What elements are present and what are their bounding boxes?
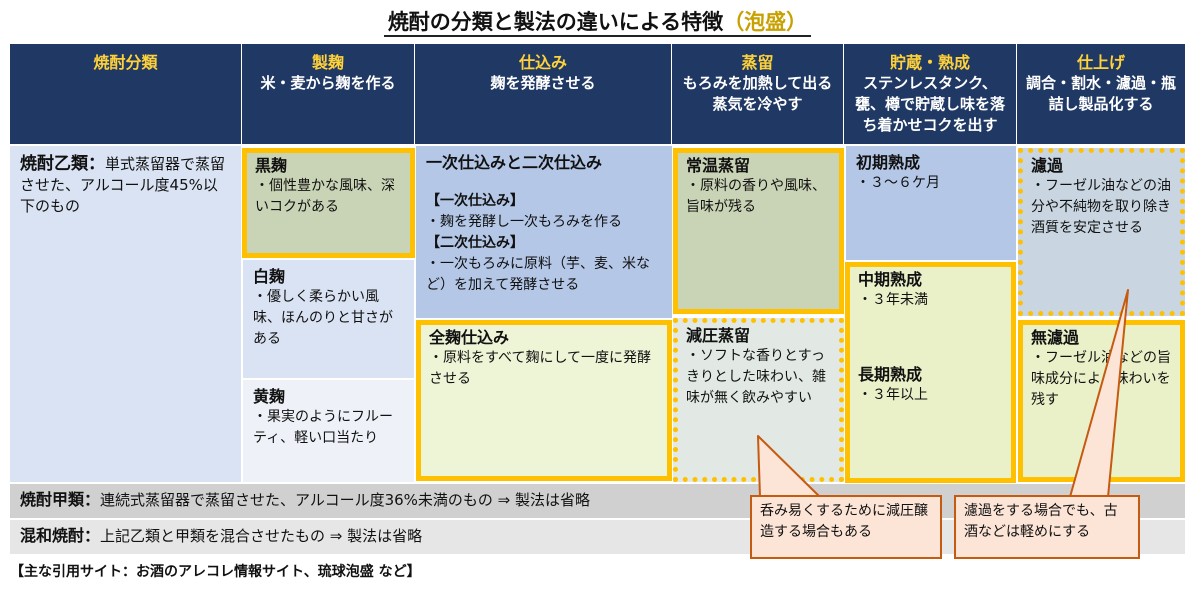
header-jukusei: 貯蔵・熟成 ステンレスタンク、甕、樽で貯蔵し味を落ち着かせコクを出す (844, 44, 1017, 144)
header-desc: 麹を発酵させる (490, 74, 596, 92)
koji-title: 黄麹 (253, 387, 286, 406)
joryu-title: 減圧蒸留 (686, 326, 751, 345)
header-label: 焼酎分類 (93, 53, 158, 72)
koji-kuro: 黒麹 ・個性豊かな風味、深いコクがある (242, 148, 415, 258)
shiage-title: 濾過 (1031, 156, 1064, 175)
callout-text: 呑み易くするために減圧醸造する場合もある (760, 503, 928, 540)
header-shiage: 仕上げ 調合・割水・濾過・瓶詰し製品化する (1017, 44, 1185, 144)
header-label: 仕込み (518, 53, 567, 72)
koji-desc: ・個性豊かな風味、深いコクがある (255, 178, 395, 215)
header-label: 製麹 (311, 53, 344, 72)
page-title: 焼酎の分類と製法の違いによる特徴（泡盛） (0, 6, 1195, 37)
header-classification: 焼酎分類 (10, 44, 242, 144)
shikomi-nidan: 一次仕込みと二次仕込み 【一次仕込み】 ・麹を発酵し一次もろみを作る 【二次仕込… (416, 146, 672, 318)
footer-source: 【主な引用サイト：お酒のアレコレ情報サイト、琉球泡盛 など】 (10, 564, 421, 580)
jukusei-title: 初期熟成 (856, 153, 921, 172)
koji-title: 黒麹 (255, 156, 288, 175)
shiage-desc: ・フーゼル油などの油分や不純物を取り除き酒質を安定させる (1031, 178, 1171, 236)
jukusei-title: 長期熟成 (858, 365, 923, 384)
otsu-classification: 焼酎乙類：単式蒸留器で蒸留させた、アルコール度45%以下のもの (10, 146, 241, 482)
joryu-desc: ・原料の香りや風味、旨味が残る (686, 178, 826, 215)
zenkoji-desc: ・原料をすべて麹にして一度に発酵させる (429, 350, 652, 387)
callout-pointer-2 (1069, 289, 1129, 498)
joryu-title: 常温蒸留 (686, 156, 751, 175)
shikomi-second-desc: ・一次もろみに原料（芋、麦、米など）を加えて発酵させる (426, 256, 650, 293)
otsu-label: 焼酎乙類： (20, 154, 105, 174)
koji-desc: ・優しく柔らかい風味、ほんのりと甘さがある (253, 289, 393, 347)
jukusei-group: 中期熟成 ・３年未満 長期熟成 ・３年以上 (845, 262, 1016, 483)
otsu-desc: 単式蒸留器で蒸留させた、アルコール度45%以下のもの (20, 155, 226, 215)
shiage-desc: ・フーゼル油などの旨味成分による味わいを残す (1031, 350, 1171, 408)
header-desc: 米・麦から麹を作る (260, 74, 396, 92)
header-seikiku: 製麹 米・麦から麹を作る (242, 44, 415, 144)
header-label: 仕上げ (1076, 53, 1125, 72)
header-desc: 調合・割水・濾過・瓶詰し製品化する (1025, 74, 1176, 113)
header-label: 蒸留 (741, 53, 774, 72)
shikomi-zenkoji: 全麹仕込み ・原料をすべて麹にして一度に発酵させる (416, 320, 672, 481)
jukusei-desc: ・３年以上 (858, 387, 928, 403)
title-main: 焼酎の分類と製法の違いによる特徴 (387, 10, 724, 34)
koji-ki: 黄麹 ・果実のようにフルーティ、軽い口当たり (243, 380, 414, 482)
shikomi-title: 一次仕込みと二次仕込み (426, 153, 603, 172)
zenkoji-title: 全麹仕込み (429, 328, 510, 347)
header-joryu: 蒸留 もろみを加熱して出る蒸気を冷やす (672, 44, 844, 144)
jukusei-desc: ・３～６ケ月 (856, 175, 940, 191)
jukusei-shoki: 初期熟成 ・３～６ケ月 (846, 146, 1016, 260)
shiage-title: 無濾過 (1031, 328, 1080, 347)
koji-title: 白麹 (253, 267, 286, 286)
joryu-jouon: 常温蒸留 ・原料の香りや風味、旨味が残る (673, 148, 844, 314)
callout-roka: 濾過をする場合でも、古酒などは軽めにする (954, 495, 1140, 559)
shikomi-first-desc: ・麹を発酵し一次もろみを作る (426, 214, 622, 230)
koji-desc: ・果実のようにフルーティ、軽い口当たり (253, 409, 393, 446)
shikomi-first-label: 【一次仕込み】 (426, 193, 524, 209)
ko-label: 焼酎甲類： (20, 490, 101, 509)
jukusei-desc: ・３年未満 (858, 292, 928, 308)
jukusei-title: 中期熟成 (858, 270, 923, 289)
shiage-roka: 濾過 ・フーゼル油などの油分や不純物を取り除き酒質を安定させる (1018, 148, 1185, 316)
callout-text: 濾過をする場合でも、古酒などは軽めにする (964, 503, 1118, 540)
title-sub: （泡盛） (723, 10, 808, 34)
ko-desc: 連続式蒸留器で蒸留させた、アルコール度36%未満のもの ⇒ 製法は省略 (100, 491, 591, 509)
callout-pointer-1 (757, 435, 821, 498)
joryu-desc: ・ソフトな香りとすっきりとした味わい、雑味が無く飲みやすい (686, 348, 826, 406)
header-label: 貯蔵・熟成 (889, 53, 970, 72)
konwa-desc: 上記乙類と甲類を混合させたもの ⇒ 製法は省略 (100, 527, 423, 545)
header-shikomi: 仕込み 麹を発酵させる (415, 44, 672, 144)
koji-shiro: 白麹 ・優しく柔らかい風味、ほんのりと甘さがある (243, 260, 414, 378)
joryu-genatsu: 減圧蒸留 ・ソフトな香りとすっきりとした味わい、雑味が無く飲みやすい (673, 318, 844, 482)
konwa-label: 混和焼酎： (20, 526, 101, 545)
header-desc: もろみを加熱して出る蒸気を冷やす (682, 74, 833, 113)
callout-genatsu: 呑み易くするために減圧醸造する場合もある (750, 495, 942, 559)
header-desc: ステンレスタンク、甕、樽で貯蔵し味を落ち着かせコクを出す (854, 74, 1005, 134)
shikomi-second-label: 【二次仕込み】 (426, 235, 524, 251)
